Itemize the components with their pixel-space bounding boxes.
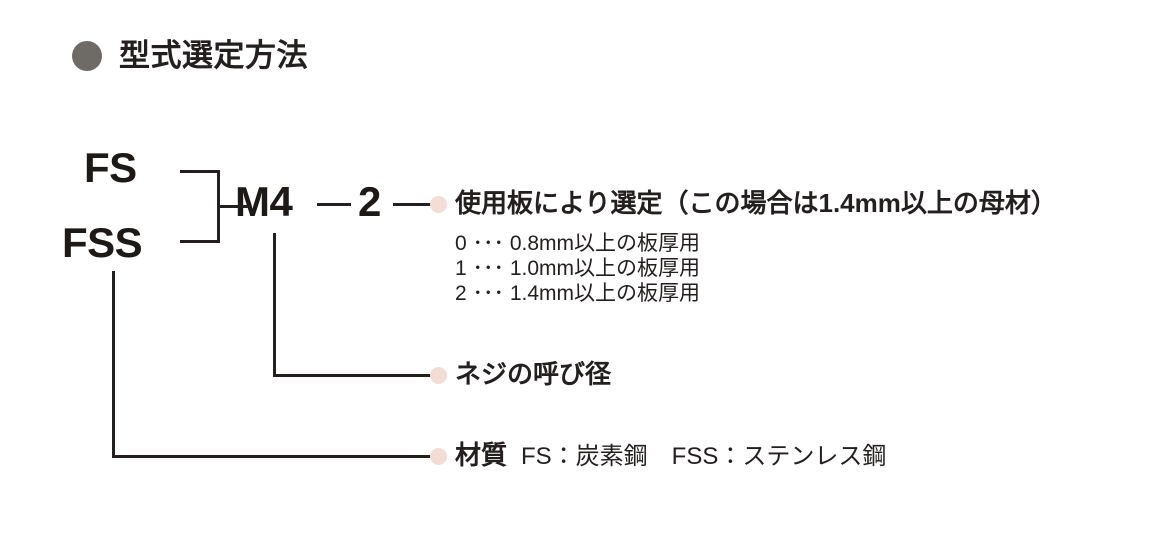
brace-bottom-arm: [180, 240, 220, 243]
model-code-fs: FS: [84, 144, 137, 191]
leader-line-thread-vertical: [273, 233, 276, 377]
plate-option-item: 0 ･･･ 0.8mm以上の板厚用: [455, 232, 701, 255]
callout-dot-plate-icon: [430, 196, 447, 213]
plate-option-item: 2 ･･･ 1.4mm以上の板厚用: [455, 282, 701, 305]
leader-line-thread-horizontal: [273, 374, 439, 377]
model-code-fss: FSS: [62, 219, 143, 266]
callout-plate-heading: 使用板により選定（この場合は1.4mm以上の母材）: [455, 188, 1057, 218]
callout-dot-material-icon: [430, 448, 447, 465]
page-title-text: 型式選定方法: [119, 38, 308, 73]
model-code-thread-size: M4: [235, 178, 293, 225]
brace-top-arm: [180, 170, 220, 173]
code-separator-dash-1: [317, 203, 351, 206]
page-title: 型式選定方法: [72, 40, 308, 71]
code-separator-dash-2: [393, 203, 431, 206]
leader-line-material-vertical: [112, 271, 115, 458]
callout-material: 材質 FS：炭素鋼 FSS：ステンレス鋼: [455, 442, 886, 469]
plate-option-list: 0 ･･･ 0.8mm以上の板厚用 1 ･･･ 1.0mm以上の板厚用 2 ･･…: [455, 231, 700, 306]
brace-stub: [217, 205, 250, 208]
callout-material-detail: FS：炭素鋼 FSS：ステンレス鋼: [521, 443, 887, 470]
callout-dot-thread-icon: [430, 367, 447, 384]
bullet-icon: [72, 40, 102, 71]
leader-line-material-horizontal: [112, 455, 439, 458]
plate-option-item: 1 ･･･ 1.0mm以上の板厚用: [455, 257, 701, 280]
model-code-plate-code: 2: [358, 178, 382, 225]
callout-thread-heading: ネジの呼び径: [455, 359, 612, 389]
callout-material-heading: 材質: [455, 440, 508, 470]
